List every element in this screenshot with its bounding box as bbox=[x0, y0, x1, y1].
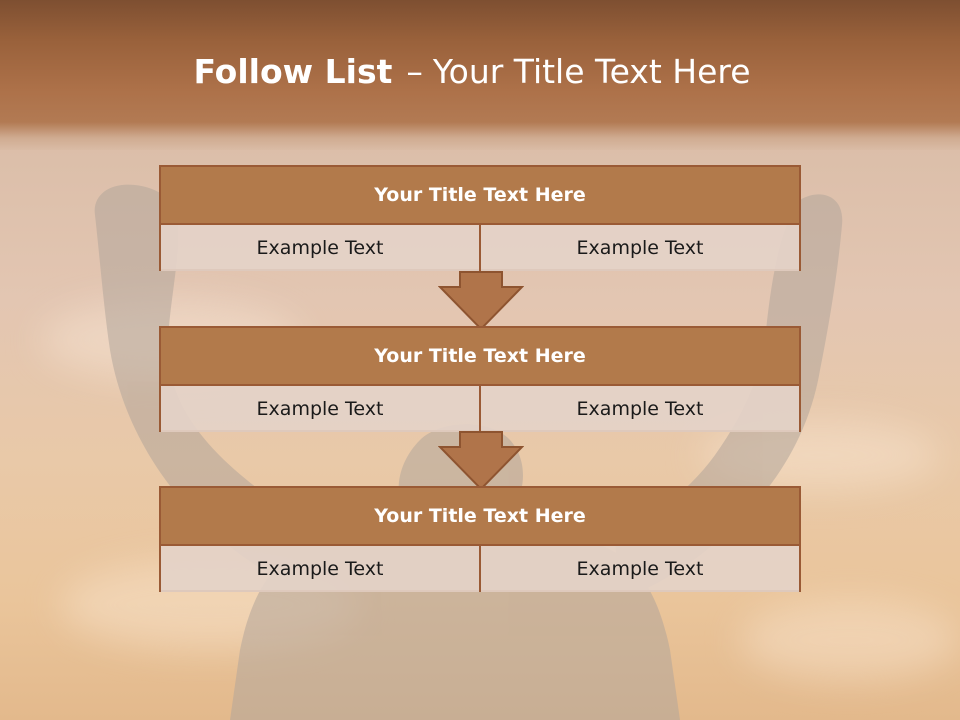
step-row: Example Text Example Text bbox=[161, 386, 799, 432]
step-left-text: Example Text bbox=[161, 225, 479, 271]
header-band bbox=[0, 0, 960, 150]
step-left-text: Example Text bbox=[161, 546, 479, 592]
slide-title: Follow List–Your Title Text Here bbox=[0, 52, 944, 91]
step-title: Your Title Text Here bbox=[161, 167, 799, 225]
step-title: Your Title Text Here bbox=[161, 488, 799, 546]
step-left-text: Example Text bbox=[161, 386, 479, 432]
title-bold-part: Follow List bbox=[193, 52, 393, 91]
step-title: Your Title Text Here bbox=[161, 328, 799, 386]
step-box-3: Your Title Text Here Example Text Exampl… bbox=[159, 486, 801, 592]
step-row: Example Text Example Text bbox=[161, 546, 799, 592]
cloud bbox=[740, 600, 960, 680]
step-box-1: Your Title Text Here Example Text Exampl… bbox=[159, 165, 801, 271]
step-row: Example Text Example Text bbox=[161, 225, 799, 271]
step-right-text: Example Text bbox=[479, 546, 799, 592]
title-separator: – bbox=[406, 52, 423, 91]
step-box-2: Your Title Text Here Example Text Exampl… bbox=[159, 326, 801, 432]
title-rest-part: Your Title Text Here bbox=[432, 52, 751, 91]
step-right-text: Example Text bbox=[479, 225, 799, 271]
down-arrow-icon bbox=[438, 431, 524, 491]
step-right-text: Example Text bbox=[479, 386, 799, 432]
down-arrow-icon bbox=[438, 271, 524, 331]
